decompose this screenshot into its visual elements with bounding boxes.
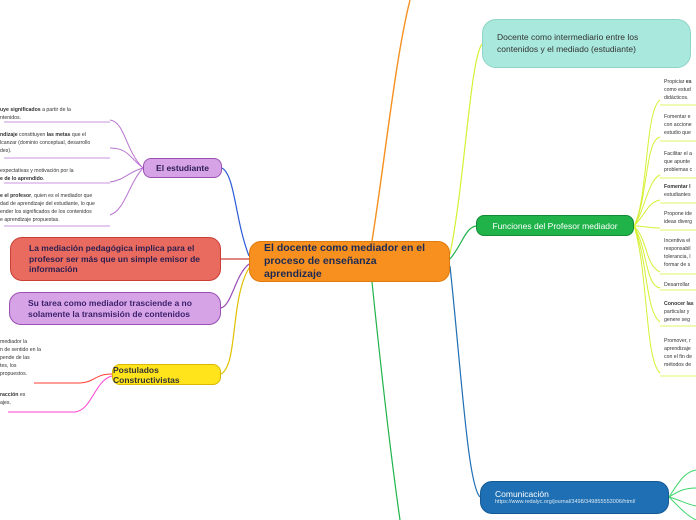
funciones-item-1[interactable]: Propiciar es como estud didácticos. [664,79,692,102]
estudiante-note-1[interactable]: uye significados a partir de la ntenidos… [0,107,71,122]
funciones-item-9[interactable]: Promover, r aprendizaje con el fin de mé… [664,338,692,369]
funciones-item-8[interactable]: Conocer las particular y genere seg [664,301,694,324]
estudiante-note-links [4,119,144,227]
funciones-item-3[interactable]: Facilitar el a que apunte problemas c [664,151,693,174]
topic-funciones-label: Funciones del Profesor mediador [492,220,618,231]
funciones-item-6[interactable]: Incentiva el responsabil tolerancia, l f… [664,238,691,269]
topic-comunicacion-label: Comunicación [495,488,549,499]
topic-docente[interactable]: Docente como intermediario entre los con… [482,19,691,68]
topic-funciones[interactable]: Funciones del Profesor mediador [476,215,634,236]
topic-estudiante[interactable]: El estudiante [143,158,222,178]
postulados-note-2[interactable]: racción es ajes. [0,392,26,407]
link-estudiante [221,167,250,257]
funciones-item-7[interactable]: Desarrollar [664,282,690,288]
central-topic[interactable]: El docente como mediador en el proceso d… [249,241,450,282]
topic-mediacion[interactable]: La mediación pedagógica implica para el … [10,237,221,281]
link-comunicacion [449,265,481,498]
topic-comunicacion[interactable]: Comunicación https://www.redalyc.org/jou… [480,481,669,514]
estudiante-note-2[interactable]: ndizaje constituyen las metas que el lca… [0,132,91,155]
topic-estudiante-label: El estudiante [156,163,209,173]
link-funciones [449,225,477,260]
topic-tarea[interactable]: Su tarea como mediador trasciende a no s… [9,292,221,325]
estudiante-note-3[interactable]: expectativas y motivación por la e de lo… [0,168,74,183]
topic-docente-label: Docente como intermediario entre los con… [497,32,639,54]
postulados-note-1[interactable]: mediador la n de sentido en la pende de … [0,339,41,378]
funciones-item-links [633,99,696,377]
topic-postulados[interactable]: Postulados Constructivistas [112,364,221,385]
central-topic-label: El docente como mediador en el proceso d… [264,241,426,281]
funciones-item-5[interactable]: Propone ide ideas diverg [664,211,692,226]
link-postulados [220,267,250,375]
link-docente [449,43,483,255]
link-bottom-green [371,281,401,520]
link-top-orange [371,0,411,242]
postulados-link-2 [8,375,113,413]
comunicacion-child-links [668,469,696,520]
topic-tarea-label: Su tarea como mediador trasciende a no s… [28,297,192,319]
topic-mediacion-label: La mediación pedagógica implica para el … [29,243,201,275]
funciones-item-2[interactable]: Fomentar e con accione estudio que [664,114,692,137]
topic-postulados-label: Postulados Constructivistas [113,364,180,385]
postulados-link-1 [34,373,113,384]
topic-comunicacion-link[interactable]: https://www.redalyc.org/journal/3498/349… [495,499,636,506]
link-tarea [220,263,250,309]
funciones-item-4[interactable]: Fomentar l estudiantes [664,184,691,199]
estudiante-note-4[interactable]: e el profesor, quien es el mediador que … [0,193,95,224]
